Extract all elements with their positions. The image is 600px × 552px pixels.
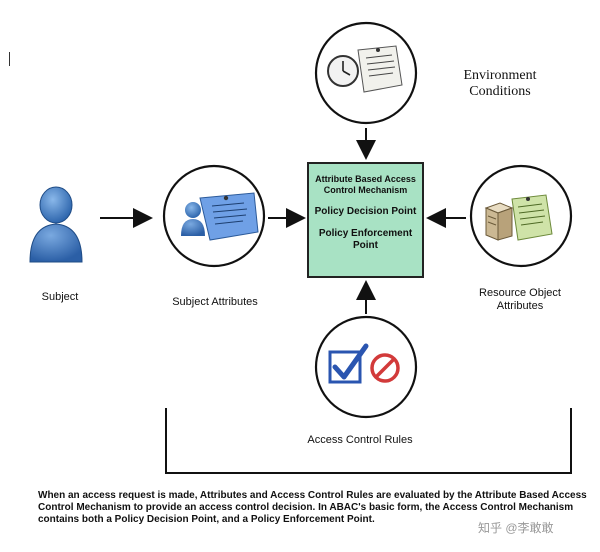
abac-mechanism-box: Attribute Based Access Control Mechanism… xyxy=(307,162,424,278)
caption: When an access request is made, Attribut… xyxy=(38,490,587,525)
subject-attributes-node xyxy=(162,164,266,268)
watermark: 知乎 @李敢敢 xyxy=(478,521,554,535)
clock-icon xyxy=(327,55,359,87)
checkbox-icon xyxy=(328,343,369,384)
server-icon xyxy=(484,202,514,241)
subject-label: Subject xyxy=(41,291,79,303)
cursor-marker xyxy=(9,52,10,66)
access-control-rules-label: Access Control Rules xyxy=(307,434,413,446)
policy-decision-point-label: Policy Decision Point xyxy=(314,206,417,217)
policy-enforcement-point-label: Policy Enforcement Point xyxy=(318,228,413,251)
resource-object-node xyxy=(469,164,573,268)
note-icon xyxy=(199,192,259,241)
environment-conditions-label: Environment Conditions xyxy=(463,68,537,99)
person-icon xyxy=(181,202,205,236)
note-icon xyxy=(511,194,553,241)
subject-attributes-label: Subject Attributes xyxy=(172,296,258,308)
abac-box-title: Attribute Based Access Control Mechanism xyxy=(315,174,416,195)
environment-node xyxy=(314,21,418,125)
access-control-rules-node xyxy=(314,315,418,419)
prohibited-icon xyxy=(370,353,400,383)
resource-object-attributes-label: Resource Object Attributes xyxy=(479,287,561,312)
person-icon xyxy=(29,186,83,263)
note-icon xyxy=(357,45,403,93)
bracket-line xyxy=(165,408,572,474)
